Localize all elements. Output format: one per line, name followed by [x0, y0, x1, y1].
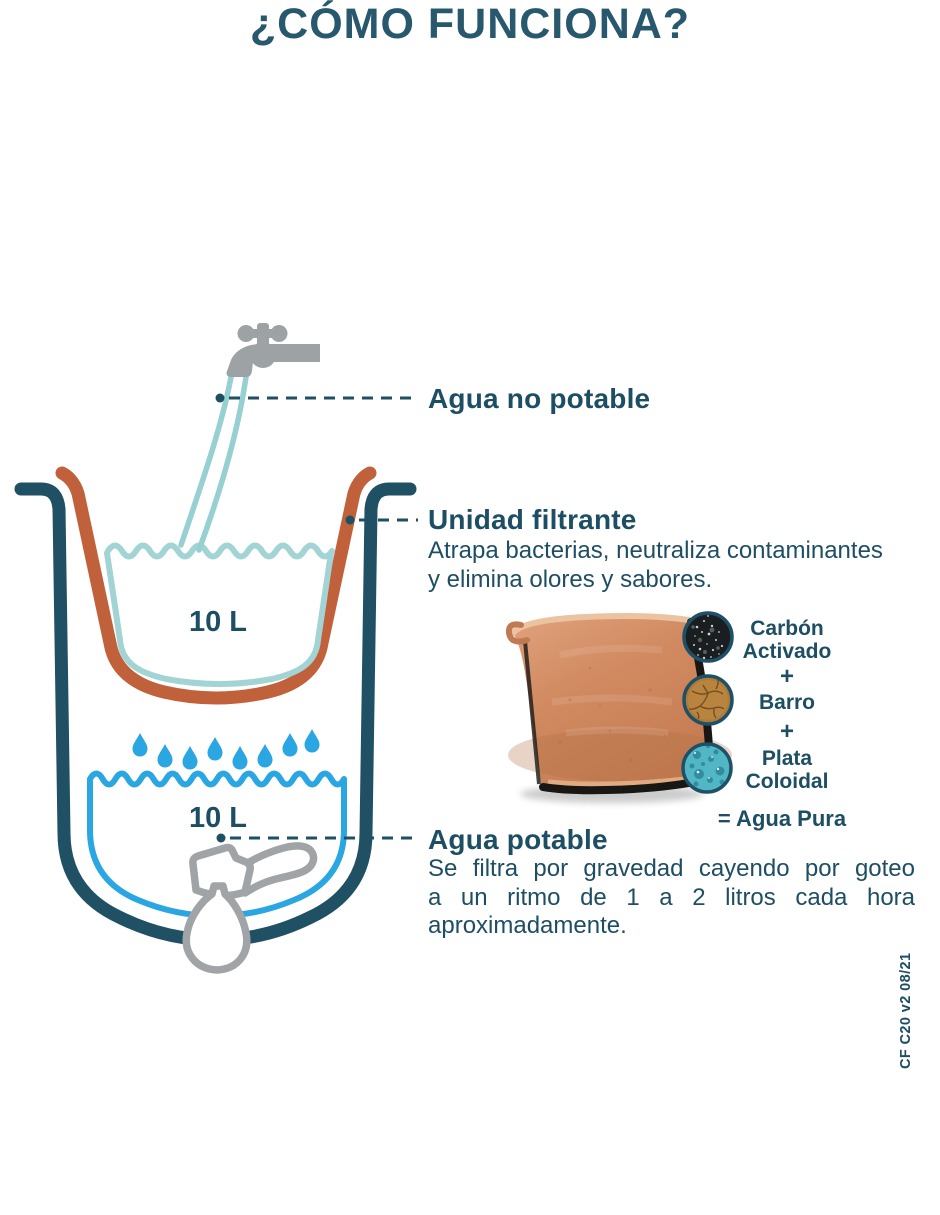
plus-sign: + — [779, 718, 794, 745]
potable-water-description-line: a un ritmo de 1 a 2 litros cada hora — [428, 883, 915, 911]
filter-unit-description-line: Atrapa bacterias, neutraliza contaminant… — [428, 537, 883, 564]
result-label: = Agua Pura — [717, 806, 847, 831]
activated-carbon-swatch-icon — [682, 611, 734, 663]
filter-unit-outline — [55, 466, 377, 705]
potable-water-description-line: aproximadamente. — [428, 912, 627, 939]
filter-unit-description: Atrapa bacterias, neutraliza contaminant… — [428, 537, 883, 594]
potable-water-description: Se filtra por gravedad cayendo por goteo… — [428, 855, 915, 941]
callout-lines — [215, 393, 418, 843]
component-label-clay: Barro — [758, 691, 816, 714]
upper-capacity-label: 10 L — [188, 606, 248, 638]
clay-pot-photo — [505, 613, 732, 803]
version-code: CF C20 v2 08/21 — [898, 952, 914, 1070]
faucet-icon — [226, 323, 320, 377]
component-label-colloidal-silver: Plata Coloidal — [745, 747, 829, 793]
water-drops — [132, 729, 320, 770]
raw-water-outline — [104, 542, 335, 687]
filter-unit-heading: Unidad filtrante — [428, 504, 637, 535]
colloidal-silver-swatch-icon — [681, 742, 733, 794]
component-label-activated-carbon: Carbón Activado — [742, 617, 832, 663]
plus-sign: + — [779, 663, 794, 690]
tap-icon — [182, 842, 318, 974]
raw-water-label: Agua no potable — [428, 383, 651, 414]
filter-unit-description-line: y elimina olores y sabores. — [428, 565, 713, 593]
pouring-water-stream — [178, 374, 249, 553]
page-title: ¿CÓMO FUNCIONA? — [249, 0, 691, 48]
potable-water-heading: Agua potable — [428, 824, 608, 855]
potable-water-description-line: Se filtra por gravedad cayendo por goteo — [428, 855, 915, 882]
lower-capacity-label: 10 L — [188, 802, 248, 834]
clay-swatch-icon — [682, 674, 734, 726]
